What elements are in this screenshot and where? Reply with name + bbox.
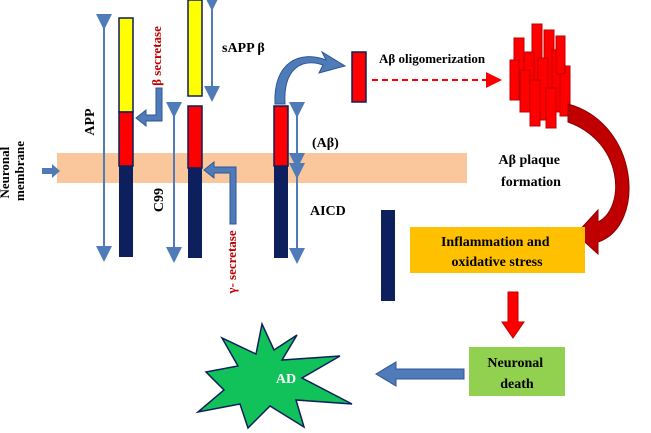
inflammation-line2: oxidative stress	[451, 255, 543, 270]
membrane-label: Neuronal membrane	[0, 141, 27, 201]
neuronal-death-label: Neuronal death	[487, 356, 546, 392]
oligomerization-label: Aβ oligomerization	[379, 51, 486, 66]
app-protein-bar	[118, 17, 134, 257]
beta-secretase-arrow	[135, 87, 163, 128]
membrane-pointer-arrow	[42, 164, 60, 178]
ad-starburst	[195, 321, 353, 430]
death-to-ad-arrow	[375, 361, 465, 387]
membrane-label-line1: Neuronal	[0, 146, 12, 198]
c99-label: C99	[152, 188, 167, 212]
inflammation-box	[410, 227, 585, 273]
abeta-release-curved-arrow	[274, 50, 347, 105]
neuronal-death-line1: Neuronal	[487, 356, 543, 371]
gamma-secretase-arrow	[203, 160, 237, 225]
inflammation-to-death-arrow	[501, 291, 525, 339]
inflammation-line1: Inflammation and	[441, 235, 550, 250]
plaque-formation-label: Aβ plaque formation	[499, 153, 564, 190]
sapp-beta-label: sAPP β	[222, 41, 265, 56]
c99-fragment-bar	[187, 105, 203, 258]
sapp-beta-fragment	[187, 0, 203, 97]
ad-label: AD	[276, 372, 296, 387]
membrane-label-line2: membrane	[12, 141, 27, 201]
neuronal-death-box	[469, 347, 565, 396]
gamma-secretase-label: γ- secretase	[224, 230, 239, 294]
plaque-formation-line1: Aβ plaque	[499, 153, 560, 168]
abeta-oligomer-block	[351, 51, 367, 103]
plaque-formation-line2: formation	[501, 175, 561, 190]
aicd-label: AICD	[310, 204, 346, 219]
aicd-fragment-block	[381, 210, 395, 301]
beta-secretase-label: β secretase	[149, 26, 164, 86]
abeta-aicd-bar	[273, 105, 289, 258]
inflammation-label: Inflammation and oxidative stress	[441, 235, 553, 270]
abeta-plaque-cluster	[509, 23, 571, 129]
neuronal-death-line2: death	[500, 377, 534, 392]
plaque-to-inflammation-curved-arrow	[567, 103, 630, 256]
abeta-label: (Aβ)	[312, 136, 339, 151]
app-label: APP	[83, 108, 98, 136]
